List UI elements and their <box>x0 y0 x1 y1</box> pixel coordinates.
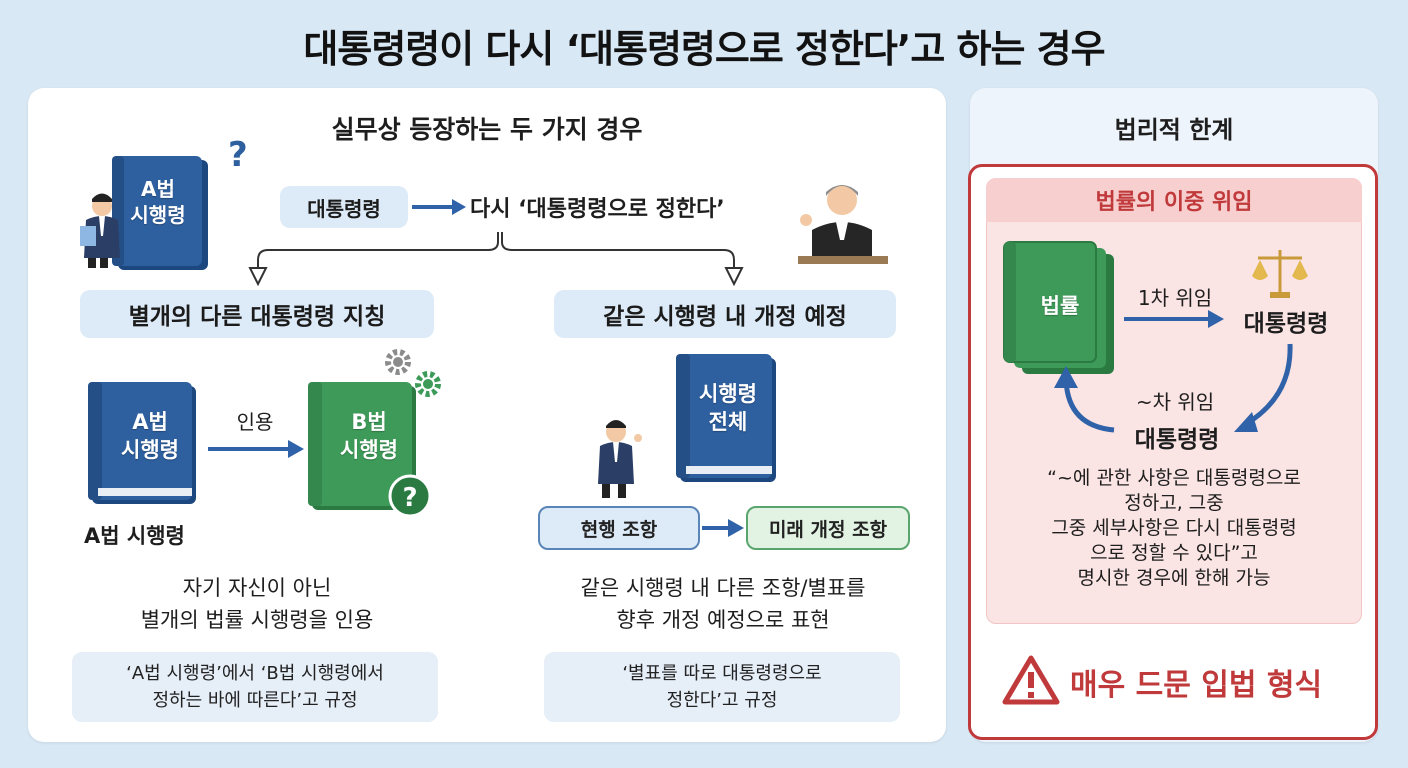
judge-illustration <box>798 185 888 264</box>
book-b-label-line1: B법 <box>351 410 387 434</box>
top-flow-source-pill: 대통령령 <box>280 186 408 228</box>
case1-note-line2: 정하는 바에 따른다’고 규정 <box>152 690 358 711</box>
svg-text:?: ? <box>402 483 417 513</box>
book-a-icon <box>88 382 196 504</box>
law-book-label: 법률 <box>1040 294 1080 318</box>
first-delegation-label: 1차 위임 <box>1137 286 1213 310</box>
cycle-arrows <box>1054 343 1293 433</box>
case1-description-line1: 자기 자신이 아닌 <box>182 576 332 600</box>
case2-book-label-line2: 전체 <box>708 410 748 434</box>
cite-arrow-label: 인용 <box>236 410 274 434</box>
book-icon <box>676 354 776 482</box>
top-book-label-line1: A법 <box>141 177 175 201</box>
first-delegation-arrow-icon <box>1124 310 1224 328</box>
case2-heading: 같은 시행령 내 개정 예정 <box>554 290 896 338</box>
case2-illustration <box>598 354 776 498</box>
person-icon <box>598 420 642 498</box>
case2-note-line2: 정한다’고 규정 <box>666 690 778 711</box>
case1-description: 자기 자신이 아닌 별개의 법률 시행령을 인용 <box>80 572 434 636</box>
case1-description-line2: 별개의 법률 시행령을 인용 <box>140 608 374 632</box>
second-target-label: 대통령령 <box>1134 427 1220 453</box>
case2-book-label: 시행령 전체 <box>680 380 776 436</box>
question-mark-icon: ? <box>228 136 248 175</box>
top-book-label: A법 시행령 <box>114 176 202 228</box>
branch-connector <box>248 232 744 287</box>
delegation-quote: “~에 관한 사항은 대통령령으로 정하고, 그중 그중 세부사항은 다시 대통… <box>990 466 1358 591</box>
top-book-illustration: ? <box>80 136 248 270</box>
case2-note-line1: ‘별표를 따로 대통령령으로 <box>622 663 822 684</box>
quote-line4: 으로 정할 수 있다”고 <box>1090 542 1258 564</box>
case2-description-line1: 같은 시행령 내 다른 조항/별표를 <box>580 576 866 600</box>
case1-note-line1: ‘A법 시행령’에서 ‘B법 시행령에서 <box>126 663 384 684</box>
future-clause-pill: 미래 개정 조항 <box>746 506 910 550</box>
first-target-label: 대통령령 <box>1243 311 1329 337</box>
top-book-label-line2: 시행령 <box>130 203 186 227</box>
current-clause-pill: 현행 조항 <box>538 506 700 550</box>
book-a-label-line1: A법 <box>132 410 168 434</box>
case2-description-line2: 향후 개정 예정으로 표현 <box>616 608 830 632</box>
gear-icon <box>385 349 441 397</box>
right-panel-heading: 법리적 한계 <box>1114 116 1234 144</box>
clause-arrow-icon <box>702 519 744 537</box>
person-icon <box>80 193 120 268</box>
scales-icon <box>1252 250 1308 298</box>
left-panel-heading: 실무상 등장하는 두 가지 경우 <box>331 115 643 144</box>
book-b-illustration: ? <box>308 349 441 518</box>
cite-arrow-icon <box>208 440 304 458</box>
warning-text: 매우 드문 입법 형식 <box>1070 668 1323 703</box>
judge-icon <box>798 185 888 264</box>
quote-line2: 정하고, 그중 <box>1124 492 1224 514</box>
quote-line3: 그중 세부사항은 다시 대통령령 <box>1051 517 1297 539</box>
arrow-right-icon <box>412 199 466 215</box>
case1-note: ‘A법 시행령’에서 ‘B법 시행령에서 정하는 바에 따른다’고 규정 <box>72 652 438 722</box>
quote-line1: “~에 관한 사항은 대통령령으로 <box>1047 467 1301 489</box>
double-delegation-title: 법률의 이중 위임 <box>986 178 1362 222</box>
warning-icon <box>1002 655 1060 705</box>
quote-line5: 명시한 경우에 한해 가능 <box>1077 567 1271 589</box>
top-flow-target-text: 다시 ‘대통령령으로 정한다’ <box>470 197 725 222</box>
law-book-icon <box>1003 241 1114 374</box>
case2-description: 같은 시행령 내 다른 조항/별표를 향후 개정 예정으로 표현 <box>540 572 906 636</box>
case1-heading: 별개의 다른 대통령령 지칭 <box>80 290 434 338</box>
book-a-label-line2: 시행령 <box>121 438 179 462</box>
book-icon <box>112 156 208 270</box>
book-a-label: A법 시행령 <box>100 408 200 464</box>
second-delegation-label: ~차 위임 <box>1135 390 1215 414</box>
book-b-label: B법 시행령 <box>322 408 416 464</box>
question-circle-icon: ? <box>388 474 432 518</box>
case2-note: ‘별표를 따로 대통령령으로 정한다’고 규정 <box>544 652 900 722</box>
book-a-caption: A법 시행령 <box>84 524 185 548</box>
book-b-icon <box>308 382 416 510</box>
page-title: 대통령령이 다시 ‘대통령령으로 정한다’고 하는 경우 <box>303 27 1105 71</box>
case2-book-label-line1: 시행령 <box>699 382 757 406</box>
book-b-label-line2: 시행령 <box>340 438 398 462</box>
